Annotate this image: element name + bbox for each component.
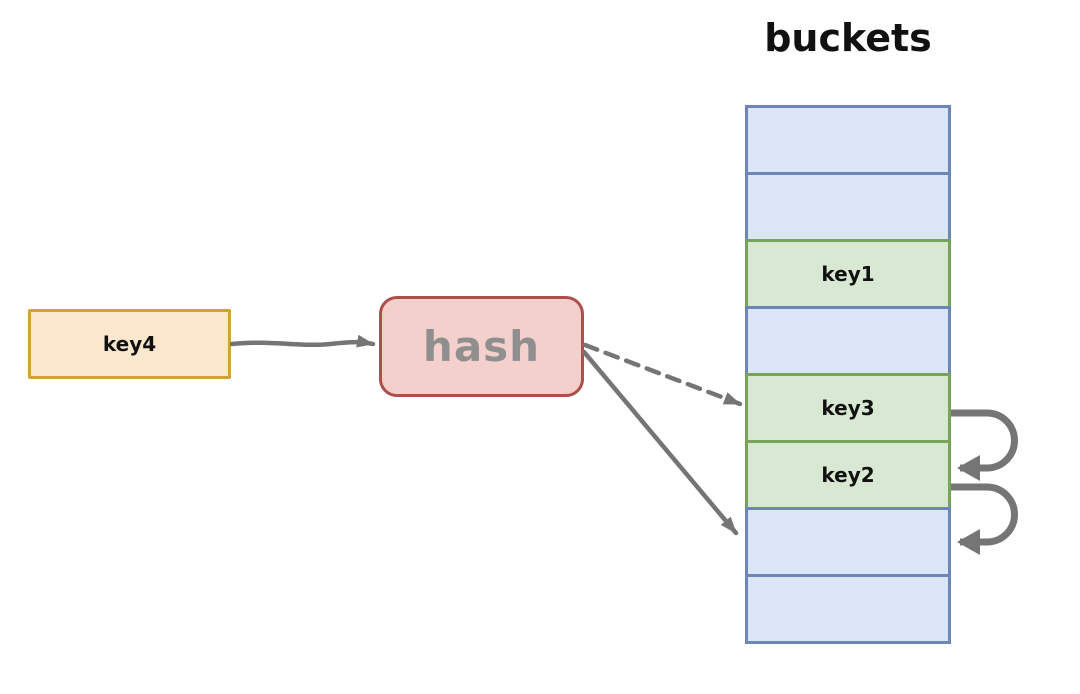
hash-function-box: hash [379, 296, 584, 397]
buckets-array: key1 key3 key2 [745, 105, 951, 644]
bucket-cell-label: key2 [821, 463, 875, 487]
probe-arrow-key2-to-empty [951, 483, 1018, 555]
bucket-row-key3: key3 [745, 373, 951, 443]
key4-box: key4 [28, 309, 231, 379]
bucket-row [745, 172, 951, 242]
bucket-row-key2: key2 [745, 440, 951, 510]
bucket-cell-label: key1 [821, 262, 875, 286]
bucket-row [745, 306, 951, 376]
probe-arrow-key3-to-key2 [951, 409, 1018, 481]
arrow-key4-to-hash [229, 334, 376, 348]
hash-label: hash [422, 322, 541, 371]
bucket-row-key1: key1 [745, 239, 951, 309]
bucket-row [745, 105, 951, 175]
bucket-row [745, 574, 951, 644]
diagram-title: buckets [764, 16, 932, 60]
bucket-row-empty-below-key2 [745, 507, 951, 577]
arrow-hash-to-key3-slot [582, 342, 743, 407]
arrow-hash-to-empty-slot [581, 349, 739, 536]
bucket-cell-label: key3 [821, 396, 875, 420]
key4-label: key4 [102, 332, 157, 356]
